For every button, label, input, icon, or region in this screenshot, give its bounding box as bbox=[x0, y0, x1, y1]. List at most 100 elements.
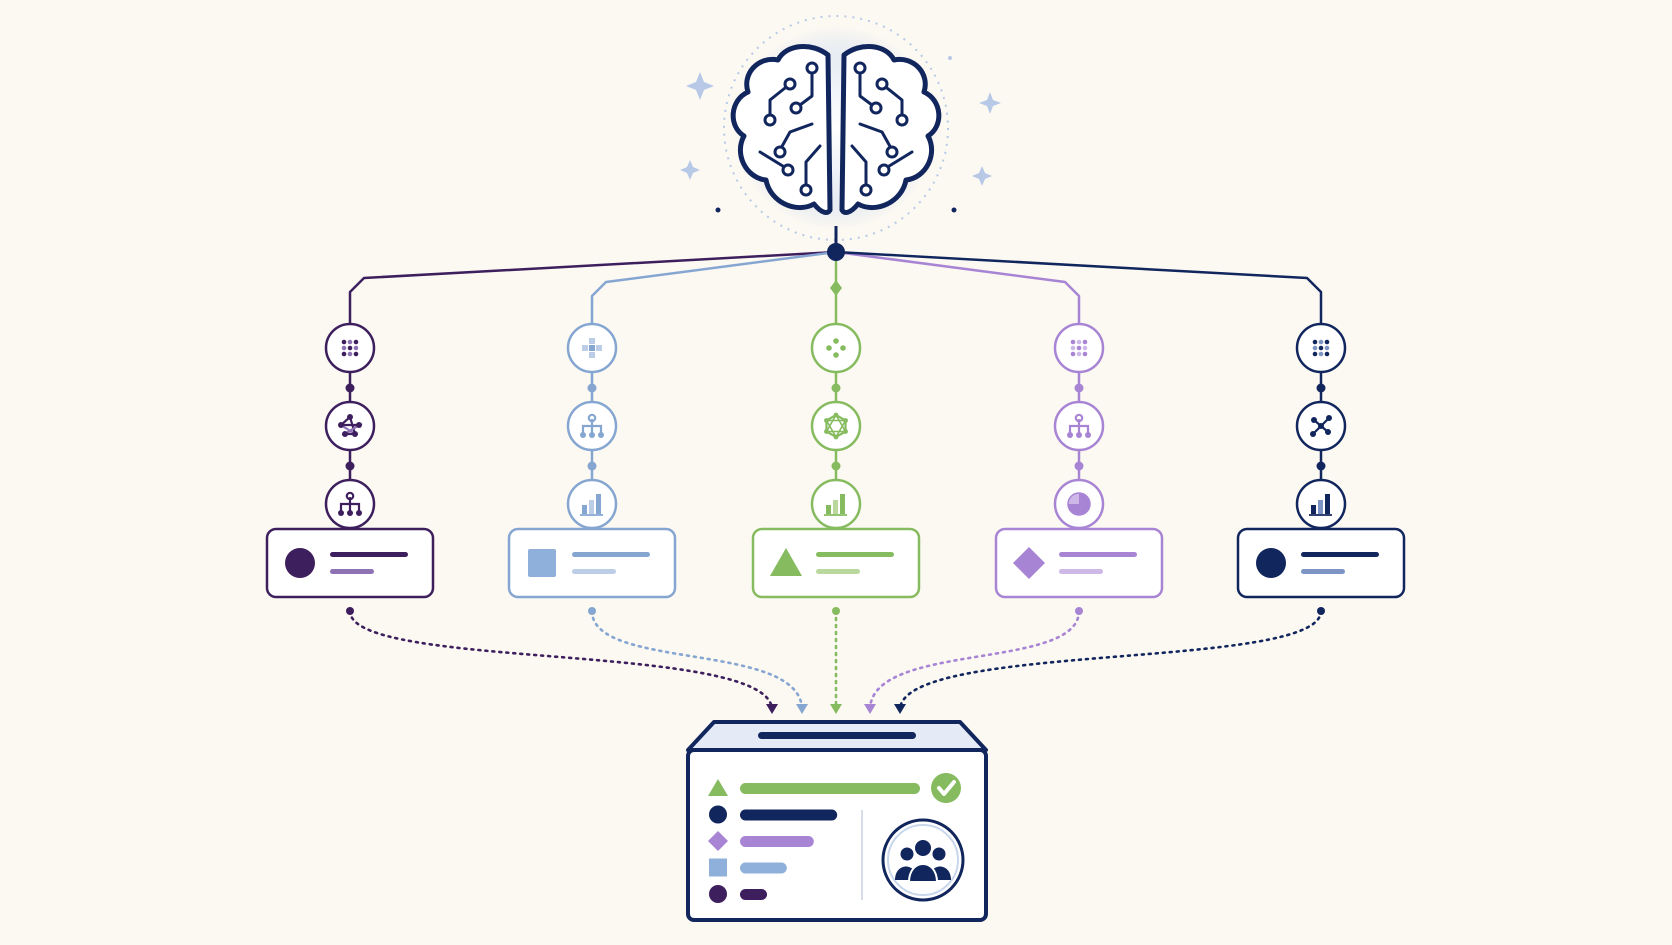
arrow-head-icon bbox=[864, 704, 876, 714]
output-card bbox=[1236, 527, 1406, 599]
output-card-frame bbox=[751, 527, 921, 599]
tally-bar bbox=[740, 809, 838, 821]
connector-diamond bbox=[830, 280, 842, 296]
circle-icon bbox=[285, 548, 315, 578]
tally-bar bbox=[740, 836, 814, 847]
card-line-secondary bbox=[816, 569, 860, 574]
hierarchy-icon bbox=[1067, 413, 1091, 438]
step-node-ring bbox=[810, 400, 862, 452]
brain-hub bbox=[680, 15, 1001, 250]
connector-line bbox=[348, 250, 837, 323]
diamond-icon bbox=[1013, 547, 1045, 579]
hub-connectors bbox=[348, 250, 1323, 323]
step-node bbox=[810, 322, 862, 374]
vote-path bbox=[590, 609, 804, 712]
step-node bbox=[566, 400, 618, 452]
step-node bbox=[324, 400, 376, 452]
tally-row bbox=[709, 858, 787, 877]
hub-junction-node bbox=[827, 243, 845, 261]
output-card-frame bbox=[265, 527, 435, 599]
branches bbox=[265, 322, 1406, 714]
group-ring-inner bbox=[887, 824, 959, 896]
hierarchy-icon bbox=[580, 413, 604, 438]
arrow-head-icon bbox=[766, 704, 778, 714]
triangle-icon bbox=[770, 548, 802, 576]
step-connector-node bbox=[831, 383, 841, 393]
branch-3 bbox=[751, 322, 921, 714]
person-head bbox=[932, 847, 946, 861]
ballot-slot bbox=[758, 732, 916, 739]
tally-bar bbox=[740, 889, 767, 900]
card-line-primary bbox=[1059, 552, 1137, 557]
connector-line bbox=[835, 250, 1081, 323]
cross-squares-icon bbox=[582, 338, 602, 358]
step-node bbox=[324, 478, 376, 530]
people-group-icon bbox=[881, 818, 965, 902]
output-card bbox=[994, 527, 1164, 599]
arrow-head-icon bbox=[796, 704, 808, 714]
circle-icon bbox=[1256, 548, 1286, 578]
card-line-secondary bbox=[1059, 569, 1103, 574]
tally-row bbox=[708, 831, 814, 851]
vote-path bbox=[868, 609, 1081, 712]
step-node bbox=[1295, 322, 1347, 374]
card-line-primary bbox=[1301, 552, 1379, 557]
step-node bbox=[1295, 400, 1347, 452]
person-head bbox=[900, 847, 914, 861]
network-graph-icon bbox=[338, 414, 363, 437]
person-head bbox=[915, 840, 931, 856]
triangle-icon bbox=[708, 779, 728, 796]
connector-line bbox=[835, 250, 1323, 323]
sparkle-icon bbox=[680, 160, 700, 180]
circle-icon bbox=[709, 805, 727, 824]
circuit-brain-icon bbox=[730, 43, 942, 215]
step-connector-node bbox=[345, 383, 355, 393]
check-circle-icon bbox=[931, 773, 961, 803]
bar-chart-icon bbox=[1309, 494, 1332, 516]
ballot-box bbox=[686, 720, 988, 922]
step-node bbox=[566, 322, 618, 374]
card-line-primary bbox=[816, 552, 894, 557]
branch-5 bbox=[894, 322, 1406, 714]
arrow-head-icon bbox=[830, 704, 842, 714]
branch-1 bbox=[265, 322, 778, 714]
step-node bbox=[1053, 478, 1105, 530]
ballot-box-icon bbox=[686, 720, 988, 922]
output-card-frame bbox=[1236, 527, 1406, 599]
hierarchy-icon bbox=[338, 491, 362, 516]
pie-chart-icon bbox=[1067, 492, 1091, 516]
output-card-frame bbox=[994, 527, 1164, 599]
card-line-secondary bbox=[1301, 569, 1345, 574]
bar-chart-icon bbox=[580, 494, 603, 516]
sparkle-icon bbox=[686, 72, 714, 100]
step-node bbox=[1053, 400, 1105, 452]
check-mark bbox=[937, 780, 956, 796]
dot-grid-icon bbox=[1312, 339, 1330, 357]
tally-row bbox=[709, 805, 838, 824]
connector-line bbox=[590, 250, 837, 323]
bar-chart-icon bbox=[824, 494, 847, 516]
tally-row bbox=[708, 779, 920, 796]
step-node bbox=[810, 400, 862, 452]
check-circle-bg bbox=[931, 773, 961, 803]
diamond-icon bbox=[708, 831, 728, 851]
step-node-ring bbox=[810, 322, 862, 374]
step-connector-node bbox=[1316, 461, 1326, 471]
output-card bbox=[507, 527, 677, 599]
output-card bbox=[265, 527, 435, 599]
output-card-frame bbox=[507, 527, 677, 599]
sparkle-icon bbox=[979, 92, 1001, 114]
hub-dotted-ring bbox=[723, 15, 949, 241]
branch-2 bbox=[507, 322, 808, 714]
card-line-secondary bbox=[330, 569, 374, 574]
card-line-primary bbox=[330, 552, 408, 557]
arrow-head-icon bbox=[894, 704, 906, 714]
step-connector-node bbox=[1074, 383, 1084, 393]
square-icon bbox=[709, 858, 727, 877]
vote-path bbox=[898, 609, 1323, 712]
person-body bbox=[907, 863, 939, 883]
step-node bbox=[810, 478, 862, 530]
sparkle-icon bbox=[972, 166, 992, 186]
